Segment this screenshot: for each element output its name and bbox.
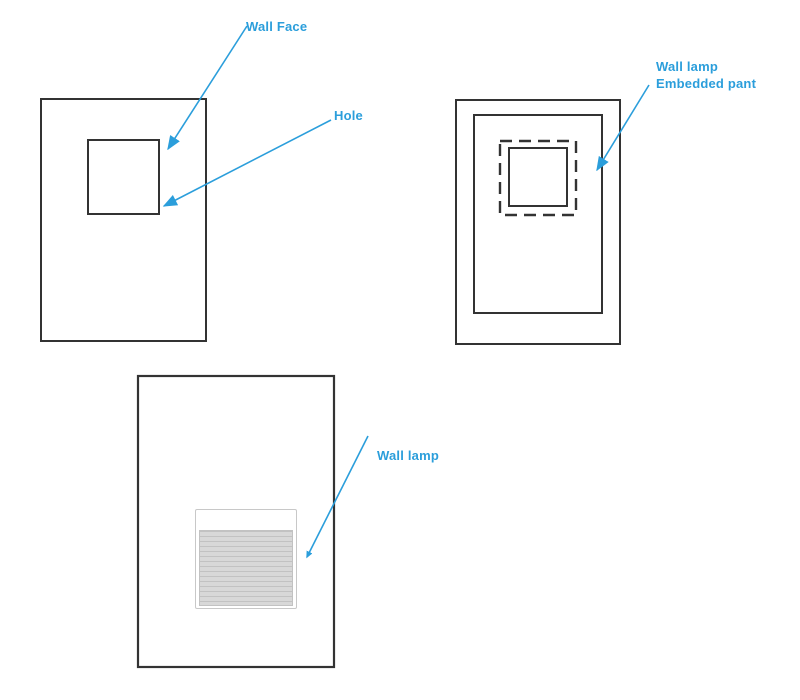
wall-face-outline bbox=[40, 98, 207, 342]
installed-wall-outline bbox=[136, 374, 336, 669]
hole-outline bbox=[87, 139, 160, 215]
wall-lamp-fixture bbox=[195, 509, 297, 609]
hole-arrow bbox=[162, 119, 332, 207]
embedded-part-dashed-outline bbox=[498, 139, 578, 217]
wall-face-arrow bbox=[167, 25, 248, 151]
embedded-part-label-line2: Embedded pant bbox=[656, 76, 757, 91]
wall-face-label: Wall Face bbox=[246, 19, 308, 34]
wall-lamp-label: Wall lamp bbox=[377, 448, 439, 463]
lamp-grille bbox=[199, 530, 293, 606]
embedded-part-arrow bbox=[596, 84, 650, 172]
embedded-part-inner-outline bbox=[508, 147, 568, 207]
hole-label: Hole bbox=[334, 108, 363, 123]
embedded-wall-outline bbox=[455, 99, 621, 345]
wall-lamp-arrow bbox=[306, 435, 369, 559]
embedded-part-label-line1: Wall lamp bbox=[656, 59, 718, 74]
embedded-wall-inner-outline bbox=[473, 114, 603, 314]
embedded-part-label: Wall lamp Embedded pant bbox=[656, 58, 756, 92]
